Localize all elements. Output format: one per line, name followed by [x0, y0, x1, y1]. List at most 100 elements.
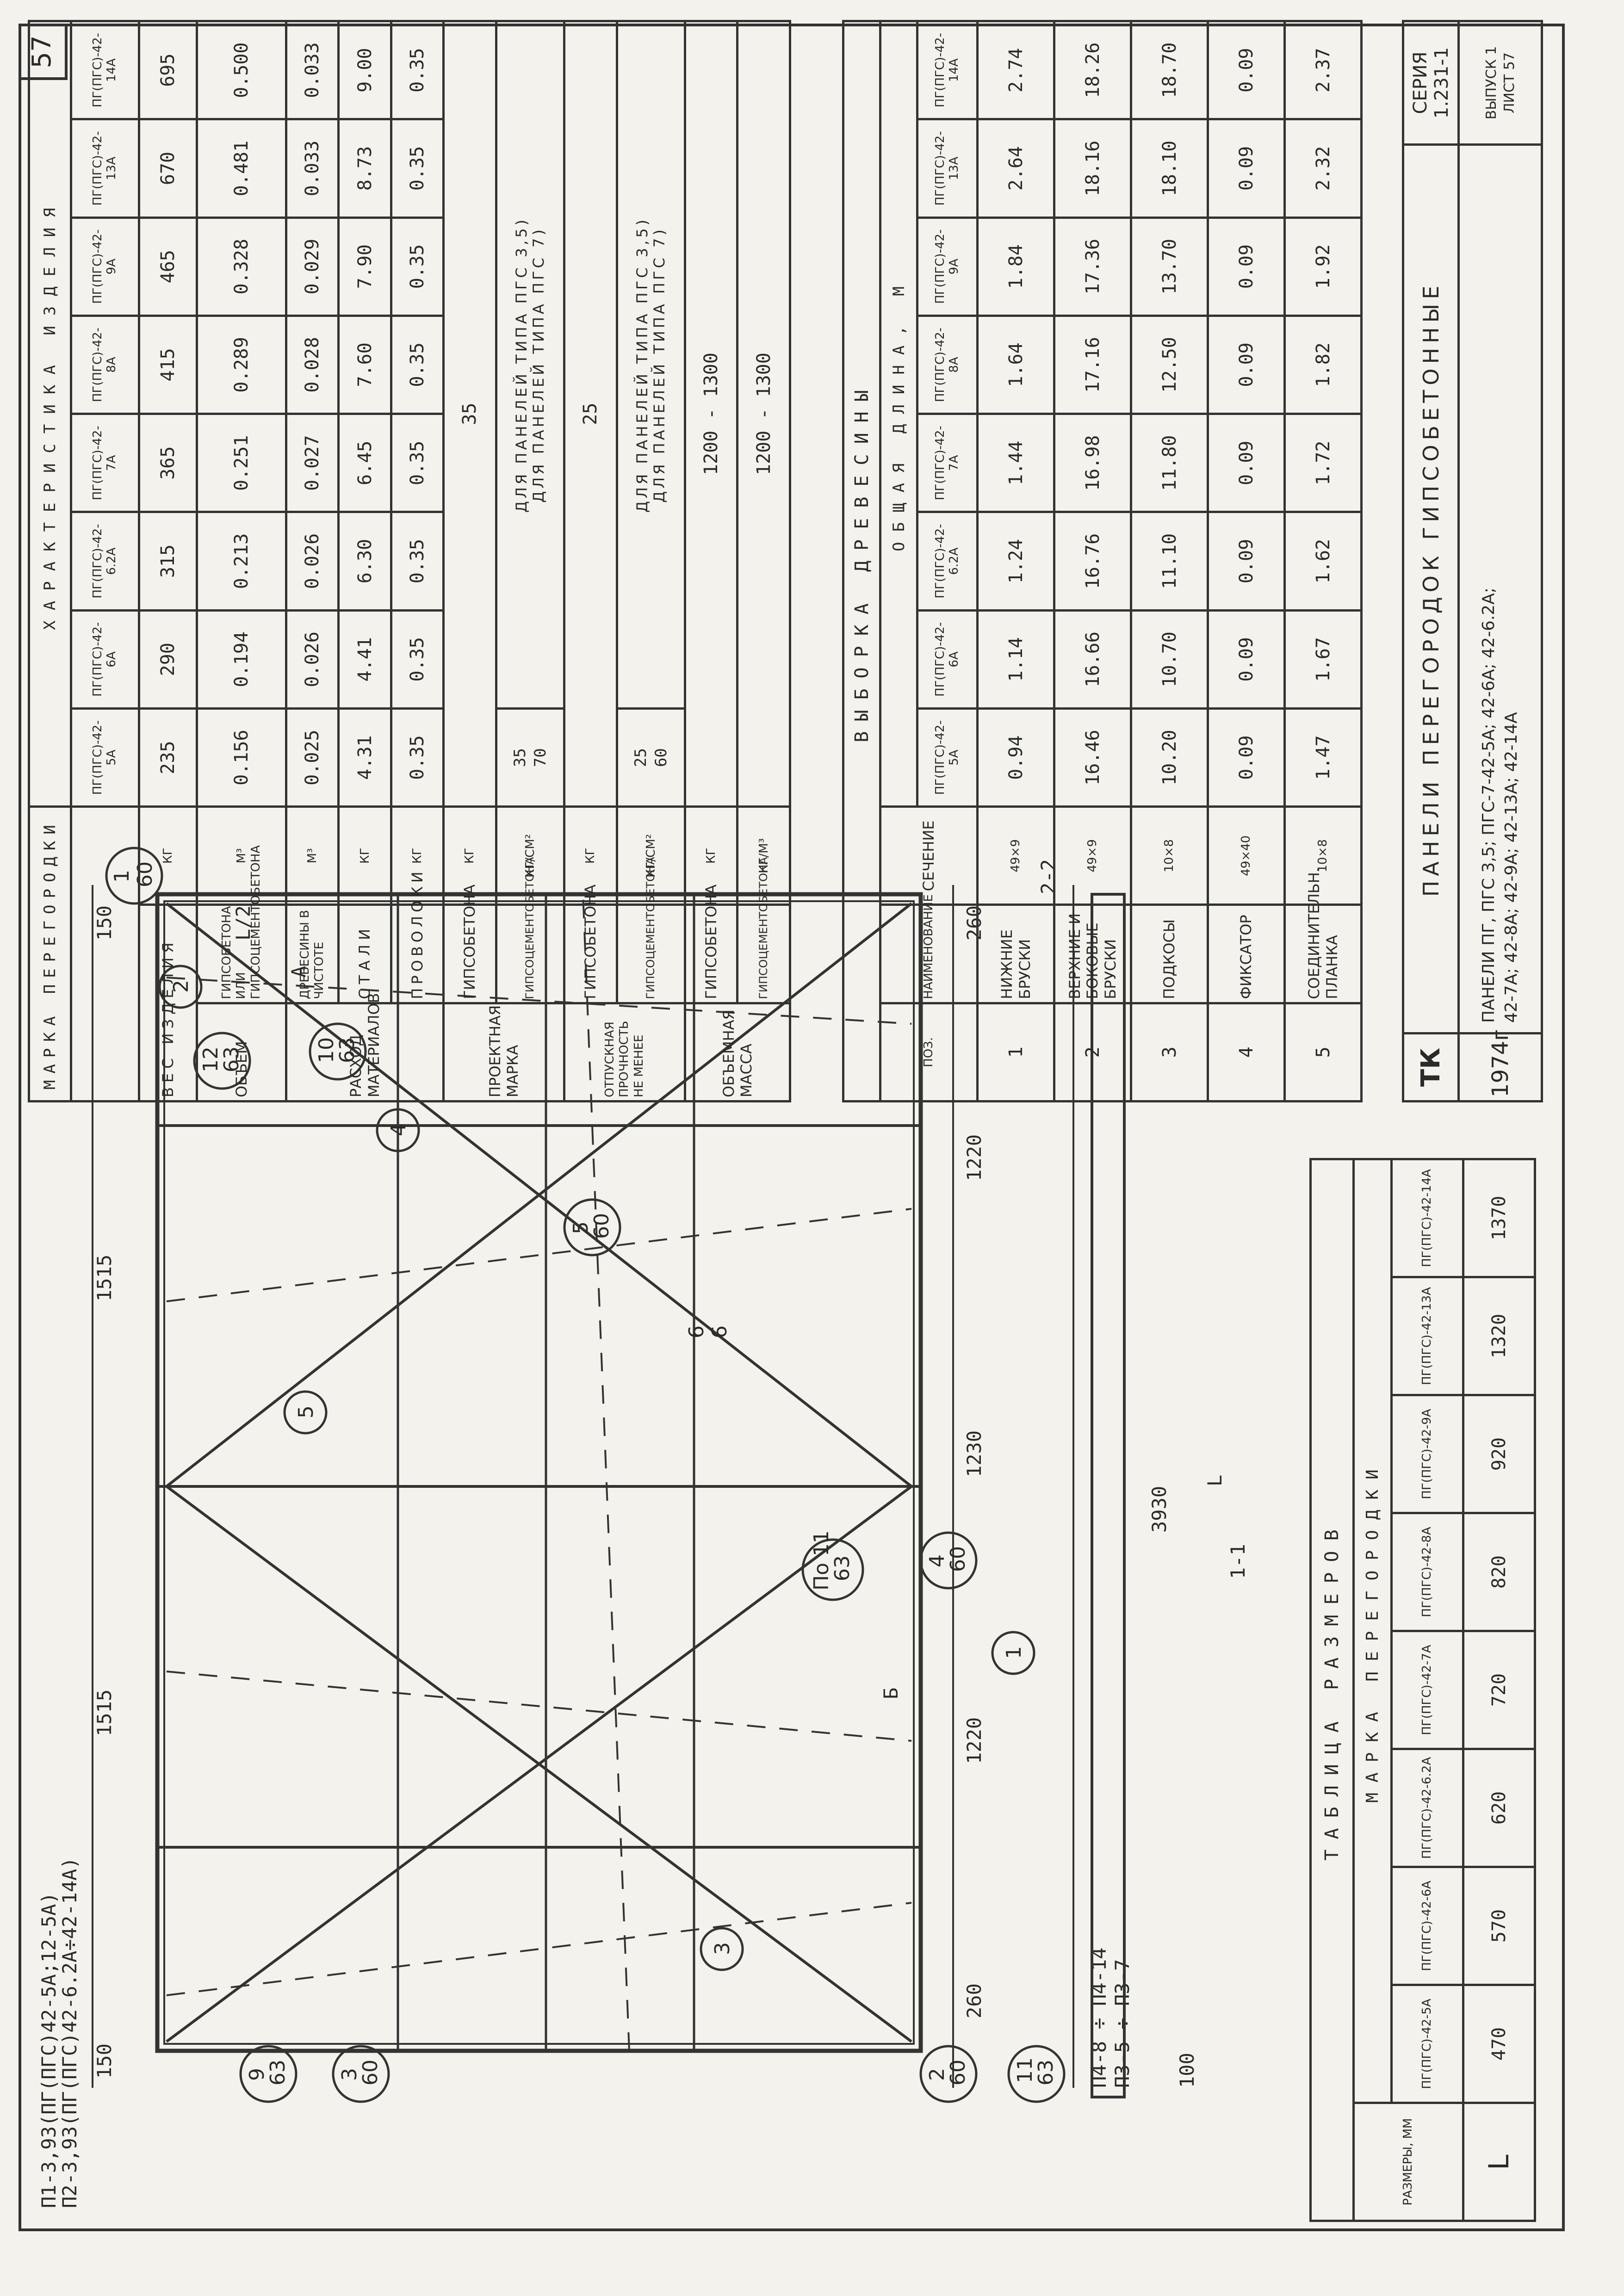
char-massa-gips-label: ГИПСОБЕТОНА [685, 885, 738, 1003]
dim-1515-a: 1515 [93, 1690, 116, 1736]
wood-name: НИЖНИЕ БРУСКИ [977, 904, 1054, 1003]
wood-value: 1.24 [977, 512, 1054, 611]
char-ves-label: ВЕС ИЗДЕЛИЯ [139, 904, 197, 1102]
wood-value: 1.67 [1284, 610, 1362, 709]
char-col-marka: МАРКА ПЕРЕГОРОДКИ [29, 806, 71, 1102]
wood-col-pos: ПОЗ. [880, 1003, 978, 1102]
wood-value: 0.94 [977, 708, 1054, 807]
wood-brand: ПГ(ПГС)-42-9А [917, 217, 978, 316]
char-brand: ПГ(ПГС)-42-6А [71, 610, 139, 709]
wood-value: 1.92 [1284, 217, 1362, 316]
callout-3b-num: 3 [711, 1942, 734, 1955]
panel-outline [155, 892, 923, 2053]
dim-1515-b: 1515 [93, 1255, 116, 1301]
wood-col-group: ОБЩАЯ ДЛИНА, М [880, 21, 917, 807]
dim-l: L [1203, 1475, 1226, 1486]
wood-brand: ПГ(ПГС)-42-14А [917, 21, 978, 119]
wood-value: 11.10 [1131, 512, 1208, 611]
wood-value: 1.47 [1284, 708, 1362, 807]
title-series: СЕРИЯ 1.231-1 [1403, 21, 1459, 145]
char-massa-gc-label: ГИПСОЦЕМЕНТОБЕТОНА [737, 857, 790, 1003]
char-proekt-gc-label: ГИПСОЦЕМЕНТОБЕТОНА [496, 857, 564, 1003]
section-2-2-strip [1091, 893, 1126, 2098]
char-obyem-value: 0.213 [197, 512, 286, 611]
char-brand: ПГ(ПГС)-42-13А [71, 119, 139, 218]
char-otpusk-note-a: ДЛЯ ПАНЕЛЕЙ ТИПА ПГС 3,5) [633, 217, 651, 513]
char-provol-value: 0.35 [391, 21, 444, 119]
wood-section: 10×8 [1284, 806, 1362, 905]
char-proekt-gc-note-b: ДЛЯ ПАНЕЛЕЙ ТИПА ПГС 7) [529, 227, 547, 503]
char-ves-value: 465 [139, 217, 197, 316]
char-proekt-gips-value: 35 [443, 21, 496, 807]
wood-value: 2.64 [977, 119, 1054, 218]
panel-hidden-lines [166, 894, 912, 2051]
wood-value: 0.09 [1208, 21, 1285, 119]
callout-3-num: 3 [338, 2068, 361, 2081]
callout-circle-2-60 [919, 2045, 978, 2103]
callout-12-sub: 63 [220, 1046, 243, 1072]
panel-drawing: П1-3,93(ПГ(ПГС)42-5А;12-5А) П2-3,93(ПГ(П… [37, 847, 1249, 2208]
wood-value: 17.16 [1054, 316, 1131, 414]
sizes-value: 920 [1463, 1395, 1535, 1513]
callout-2-num: 2 [169, 980, 193, 993]
char-drev-value: 0.033 [286, 119, 339, 218]
char-provol-value: 0.35 [391, 610, 444, 709]
callout-1b-num: 1 [1002, 1646, 1026, 1659]
dim-l-half: L/2 [232, 905, 254, 941]
title-subtitle: ПАНЕЛИ ПГ, ПГС 3,5; ПГС-7-42-5А; 42-6А; … [1458, 144, 1542, 1034]
char-otpusk-gc-notes: ДЛЯ ПАНЕЛЕЙ ТИПА ПГС 3,5) ДЛЯ ПАНЕЛЕЙ ТИ… [617, 21, 685, 709]
wood-col-section: СЕЧЕНИЕ [880, 806, 978, 905]
sizes-brand: ПГ(ПГС)-42-14А [1391, 1159, 1463, 1277]
sizes-brand: ПГ(ПГС)-42-7А [1391, 1631, 1463, 1749]
char-obyem-value: 0.481 [197, 119, 286, 218]
callout-11b-sub: 63 [1034, 2060, 1058, 2086]
callout-5b-num: 5 [294, 1405, 318, 1418]
char-proekt-gc-values: 35 70 [496, 708, 564, 807]
char-provol-value: 0.35 [391, 708, 444, 807]
dim-1220-a: 1220 [963, 1717, 986, 1764]
sizes-value: 570 [1463, 1867, 1535, 1985]
char-otpusk-gc-label: ГИПСОЦЕМЕНТОБЕТОНА [617, 857, 685, 1003]
char-ves-unit: КГ [139, 806, 197, 905]
wood-value: 10.70 [1131, 610, 1208, 709]
callout-1-num: 1 [110, 870, 134, 883]
sizes-brand: ПГ(ПГС)-42-6А [1391, 1867, 1463, 1985]
char-proekt-gc-note-a: ДЛЯ ПАНЕЛЕЙ ТИПА ПГС 3,5) [513, 217, 531, 513]
sizes-value: 1370 [1463, 1159, 1535, 1277]
title-year: 1974г [1458, 1029, 1542, 1102]
char-drev-value: 0.025 [286, 708, 339, 807]
char-provol-value: 0.35 [391, 217, 444, 316]
wood-name: ПОДКОСЫ [1131, 904, 1208, 1003]
wood-value: 0.09 [1208, 217, 1285, 316]
section-mark-6: 6 [685, 1325, 708, 1338]
sizes-value: 820 [1463, 1513, 1535, 1631]
callout-circle-3 [700, 1927, 744, 1971]
callout-9-sub: 63 [266, 2060, 290, 2086]
sizes-group-header: МАРКА ПЕРЕГОРОДКИ [1353, 1159, 1392, 2103]
callout-circle-10 [309, 1022, 367, 1081]
char-drev-value: 0.026 [286, 512, 339, 611]
panel-braces [166, 902, 912, 2043]
char-obyem-value: 0.328 [197, 217, 286, 316]
wood-value: 2.74 [977, 21, 1054, 119]
callout-4-num: 4 [387, 1123, 410, 1136]
char-ves-value: 290 [139, 610, 197, 709]
wood-name: ФИКСАТОР [1208, 904, 1285, 1003]
char-otpusk-gips-label: ГИПСОБЕТОНА [564, 885, 617, 1003]
char-title: ХАРАКТЕРИСТИКА ИЗДЕЛИЯ [29, 21, 71, 807]
title-issue: ВЫПУСК 1 [1483, 46, 1500, 120]
callout-circle-1b [991, 1631, 1035, 1675]
char-otpusk-gc-values: 25 60 [617, 708, 685, 807]
callout-4b-sub: 60 [946, 1546, 970, 1572]
char-otpusk-gc-a: 25 [631, 748, 650, 767]
char-ves-value: 695 [139, 21, 197, 119]
char-brand: ПГ(ПГС)-42-6.2А [71, 512, 139, 611]
title-block: ТК ПАНЕЛИ ПЕРЕГОРОДОК ГИПСОБЕТОННЫЕ СЕРИ… [1402, 20, 1543, 1102]
sizes-col-header: РАЗМЕРЫ, ММ [1353, 2103, 1463, 2221]
char-ves-value: 365 [139, 414, 197, 512]
wood-section: 49×40 [1208, 806, 1285, 905]
sizes-value: 470 [1463, 1985, 1535, 2103]
char-proekt-gc-a: 35 [510, 748, 529, 767]
wood-section: 10×8 [1131, 806, 1208, 905]
